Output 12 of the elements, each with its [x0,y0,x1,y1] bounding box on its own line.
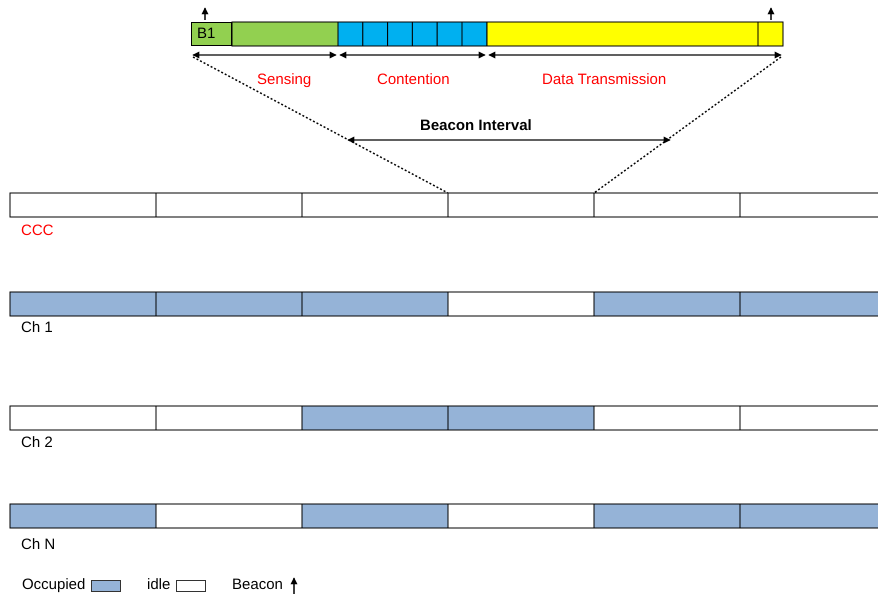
channel-label: Ch N [21,536,56,554]
phase-label: Contention [377,71,450,89]
interval-label: Beacon Interval [420,117,532,135]
legend-label: Occupied [22,576,86,594]
channel-label: Ch 2 [21,434,53,452]
legend-label: idle [147,576,170,594]
channel-label: Ch 1 [21,319,53,337]
phase-label: Sensing [257,71,312,89]
phase-label: Data Transmission [542,71,666,89]
channel-label: CCC [21,222,54,240]
legend-label: Beacon [232,576,283,594]
beacon-slot: B1 [191,22,232,46]
